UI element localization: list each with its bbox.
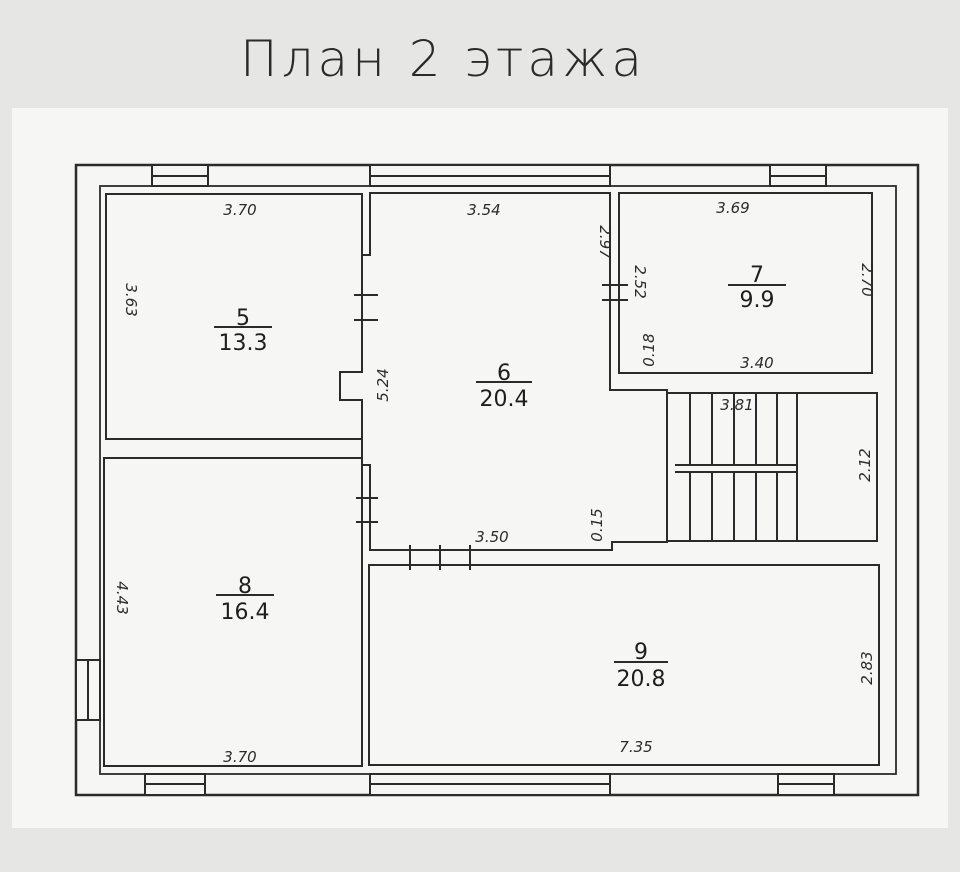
dim-room6-height: 5.24 xyxy=(374,368,392,401)
stair-well xyxy=(666,392,878,542)
room-9 xyxy=(368,564,880,766)
room-labels: 5 13.3 6 20.4 7 9.9 8 16.4 9 20.8 xyxy=(219,263,775,692)
room-9-number: 9 xyxy=(634,640,648,665)
dim-room6-notch: 2.97 xyxy=(596,225,614,259)
plan-title: План 2 этажа xyxy=(240,30,647,88)
dim-room5-width: 3.70 xyxy=(223,201,256,219)
dim-room8-width: 3.70 xyxy=(223,748,256,766)
door-marks xyxy=(354,284,628,570)
dim-room7-width-bottom: 3.40 xyxy=(740,354,773,372)
dim-room9-width: 7.35 xyxy=(619,738,652,756)
dim-room6-step: 0.15 xyxy=(588,508,606,541)
dim-room5-height: 3.63 xyxy=(122,283,140,316)
dim-room6-width-top: 3.54 xyxy=(467,201,500,219)
dim-room7-height-left: 2.52 xyxy=(631,265,649,298)
room-5-number: 5 xyxy=(236,306,250,331)
dim-room7-notch: 0.18 xyxy=(640,333,658,366)
room-5-area: 13.3 xyxy=(219,331,268,356)
room-6-area: 20.4 xyxy=(480,387,529,412)
rooms xyxy=(103,192,880,767)
room-8-number: 8 xyxy=(238,574,252,599)
dim-room7-height-right: 2.70 xyxy=(858,263,876,296)
room-6-number: 6 xyxy=(497,361,511,386)
area-separators xyxy=(214,284,786,663)
room-7-number: 7 xyxy=(750,263,764,288)
room-6 xyxy=(339,192,668,551)
stairs xyxy=(675,393,798,541)
dim-stair-width: 3.81 xyxy=(720,396,753,414)
windows xyxy=(75,164,835,796)
room-9-area: 20.8 xyxy=(617,667,666,692)
room-7 xyxy=(618,192,873,374)
dim-room7-width-top: 3.69 xyxy=(716,199,749,217)
dim-room6-width-bottom: 3.50 xyxy=(475,528,508,546)
room-8 xyxy=(103,457,363,767)
room-5 xyxy=(105,193,363,440)
room-8-area: 16.4 xyxy=(221,600,270,625)
dimension-labels: 3.70 3.63 3.54 5.24 3.50 0.15 2.97 3.69 … xyxy=(113,199,876,766)
dim-stair-height: 2.12 xyxy=(856,448,874,481)
dim-room8-height: 4.43 xyxy=(113,581,131,614)
room-7-area: 9.9 xyxy=(740,288,775,313)
dim-room9-height: 2.83 xyxy=(858,651,876,684)
